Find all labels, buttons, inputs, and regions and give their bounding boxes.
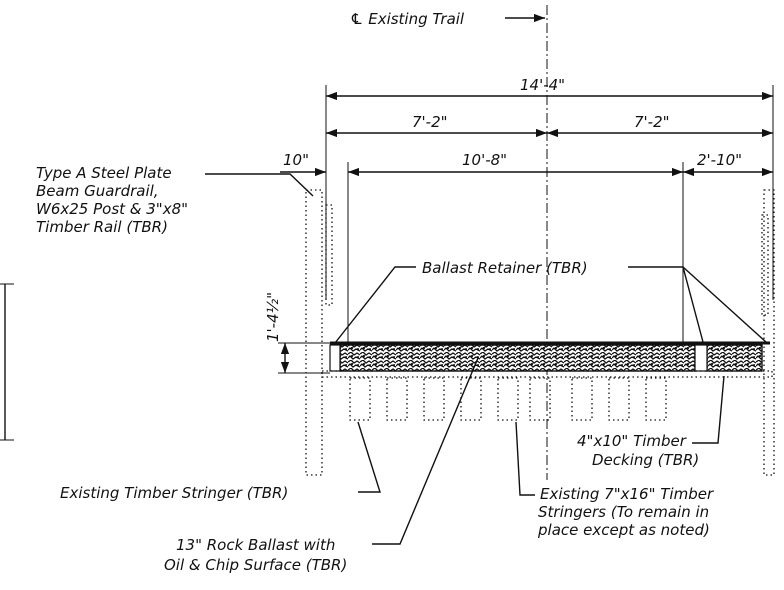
stringer-label: Existing Timber Stringer (TBR) [60,484,288,502]
ballast-retainer-right [694,344,708,372]
ballast-retainer-left [329,344,341,372]
stringer [423,377,445,421]
rock-ballast [339,344,696,372]
decking-leader [692,375,725,444]
timber-stringers [349,377,667,421]
guardrail-label-1: Type A Steel Plate [36,164,172,182]
timber-decking [321,370,773,378]
dim-inner: 10'-8" [462,151,507,169]
stringer [529,377,551,421]
guardrail-label-4: Timber Rail (TBR) [36,218,168,236]
guardrail-label-3: W6x25 Post & 3"x8" [36,200,188,218]
guardrail-label-2: Beam Guardrail, [36,182,159,200]
stringer [571,377,593,421]
dim-height: 1'-4½" [264,292,282,342]
ballast-leader-left [334,266,416,344]
decking-label-2: Decking (TBR) [592,451,699,469]
ballast-leader-mid [628,266,704,343]
rock-label-1: 13" Rock Ballast with [176,536,335,554]
rock-ballast-right [706,344,763,372]
ballast-retainer-label: Ballast Retainer (TBR) [422,259,588,277]
rail-right [761,214,769,316]
stringers-label-3: place except as noted) [537,521,710,539]
stringers-leader [515,421,535,496]
rail-left [325,204,333,306]
guardrail-leader [205,173,314,197]
stringer [608,377,630,421]
guardrail-post-right [763,189,775,476]
rock-label-2: Oil & Chip Surface (TBR) [164,556,347,574]
stringer [386,377,408,421]
ballast-leader-right [682,266,767,343]
stringer [349,377,371,421]
rock-leader [372,357,479,545]
centerline-label: ℄ Existing Trail [350,10,465,28]
stringer-leader [357,421,381,493]
dim-offset: 10" [283,151,309,169]
decking-label-1: 4"x10" Timber [577,432,687,450]
stringer [497,377,519,421]
dim-overall: 14'-4" [520,76,565,94]
dim-left-half: 7'-2" [412,113,448,131]
stringer [645,377,667,421]
dim-right-half: 7'-2" [634,113,670,131]
stringer [460,377,482,421]
stringers-label-1: Existing 7"x16" Timber [540,485,714,503]
stringers-label-2: Stringers (To remain in [538,503,709,521]
guardrail-post-left [305,189,323,476]
dim-right-end: 2'-10" [697,151,742,169]
